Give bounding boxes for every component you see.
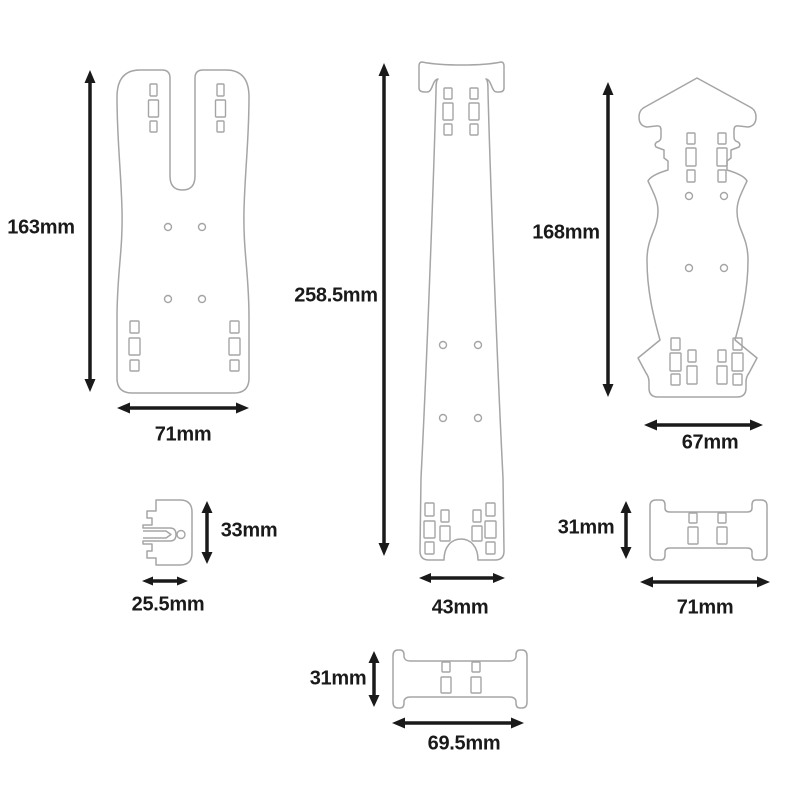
part-cross-brace-narrow-outline bbox=[392, 649, 528, 709]
height-label-rear-plate: 163mm bbox=[7, 216, 75, 239]
width-label-front-bracket: 25.5mm bbox=[131, 593, 205, 616]
part-front-bracket-outline bbox=[142, 499, 193, 566]
part-rear-plate-outline bbox=[116, 69, 250, 394]
part-body-plate bbox=[637, 77, 758, 398]
part-front-bracket bbox=[142, 499, 193, 566]
width-label-main-chassis: 43mm bbox=[431, 596, 489, 619]
part-body-plate-outline bbox=[637, 77, 758, 398]
height-arrow-body-plate bbox=[602, 82, 614, 397]
width-arrow-body-plate bbox=[644, 419, 763, 431]
part-main-chassis-holes bbox=[423, 87, 497, 555]
part-cross-brace-wide-holes bbox=[687, 512, 728, 545]
part-rear-plate-holes bbox=[128, 83, 241, 372]
height-label-front-bracket: 33mm bbox=[220, 519, 278, 542]
width-arrow-cross-brace-wide bbox=[640, 576, 770, 588]
part-front-bracket-tongue bbox=[143, 530, 172, 539]
part-cross-brace-wide bbox=[649, 499, 768, 561]
width-arrow-rear-plate bbox=[117, 402, 249, 414]
height-arrow-rear-plate bbox=[84, 70, 96, 392]
part-cross-brace-narrow-holes bbox=[440, 661, 482, 694]
height-label-cross-brace-narrow: 31mm bbox=[309, 667, 367, 690]
part-cross-brace-narrow bbox=[392, 649, 528, 709]
height-label-main-chassis: 258.5mm bbox=[294, 284, 378, 307]
width-arrow-cross-brace-narrow bbox=[392, 717, 524, 729]
height-arrow-front-bracket bbox=[201, 501, 213, 564]
height-arrow-cross-brace-wide bbox=[620, 501, 632, 559]
part-body-plate-holes bbox=[669, 132, 744, 386]
height-label-cross-brace-wide: 31mm bbox=[557, 516, 615, 539]
height-arrow-main-chassis bbox=[378, 63, 390, 556]
width-arrow-front-bracket bbox=[142, 576, 188, 586]
height-label-body-plate: 168mm bbox=[532, 221, 600, 244]
part-main-chassis-outline bbox=[418, 61, 505, 561]
height-arrow-cross-brace-narrow bbox=[368, 651, 380, 707]
part-main-chassis bbox=[418, 61, 505, 561]
width-arrow-main-chassis bbox=[419, 573, 505, 583]
width-label-rear-plate: 71mm bbox=[154, 423, 212, 446]
width-label-cross-brace-narrow: 69.5mm bbox=[427, 732, 501, 755]
part-cross-brace-wide-outline bbox=[649, 499, 768, 561]
width-label-cross-brace-wide: 71mm bbox=[676, 596, 734, 619]
part-rear-plate bbox=[116, 69, 250, 394]
width-label-body-plate: 67mm bbox=[681, 431, 739, 454]
